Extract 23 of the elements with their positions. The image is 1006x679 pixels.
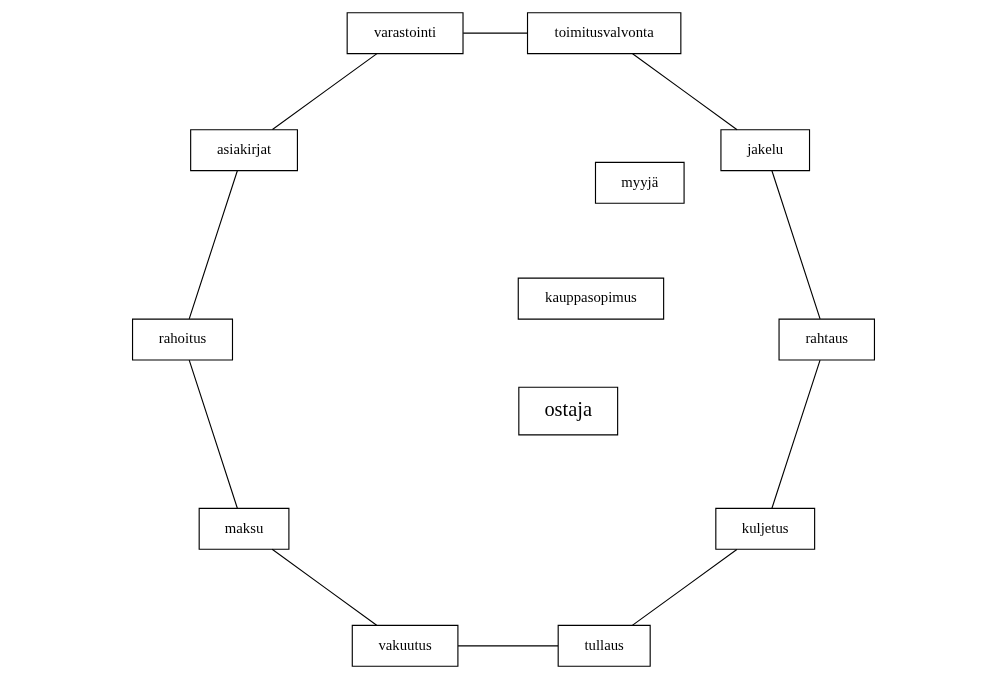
node-box: asiakirjat: [189, 129, 298, 172]
connector: [770, 359, 821, 509]
node-box: ostaja: [517, 386, 618, 436]
connector: [188, 359, 238, 509]
connector: [457, 645, 559, 647]
connector: [631, 53, 738, 131]
node-box: maksu: [198, 507, 289, 550]
node-box: toimitusvalvonta: [526, 12, 681, 55]
node-box: jakelu: [719, 129, 810, 172]
node-box: rahoitus: [131, 318, 233, 361]
connector: [770, 170, 821, 320]
node-box: myyjä: [594, 161, 685, 204]
node-box: kuljetus: [714, 507, 815, 550]
connector: [271, 548, 377, 626]
connector: [462, 32, 528, 34]
connector: [271, 53, 378, 131]
node-box: vakuutus: [351, 624, 458, 667]
node-box: rahtaus: [777, 318, 875, 361]
node-box: kauppasopimus: [517, 277, 664, 320]
node-box: varastointi: [346, 12, 464, 55]
connector: [631, 548, 737, 626]
connector: [188, 170, 238, 320]
node-box: tullaus: [557, 624, 651, 667]
